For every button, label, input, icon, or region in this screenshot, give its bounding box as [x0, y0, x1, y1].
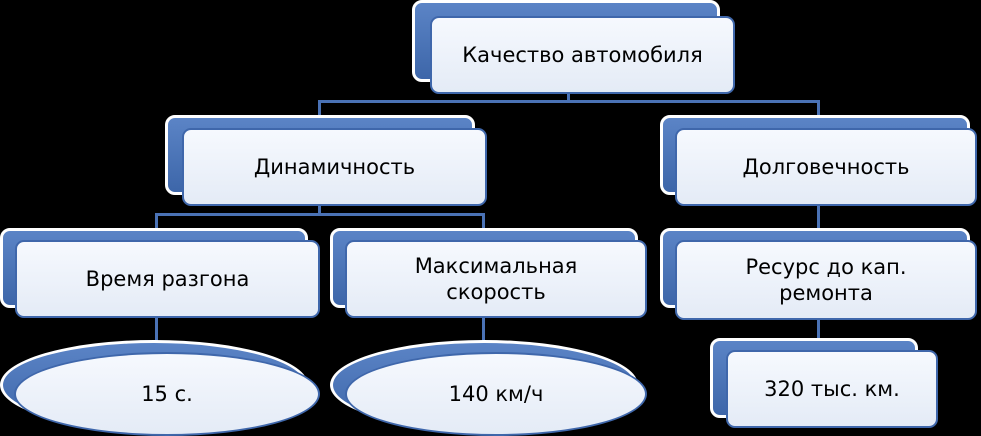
- root-node-label: Качество автомобиля: [462, 42, 703, 67]
- acceleration-node: Время разгона: [15, 240, 320, 318]
- dynamics-node: Динамичность: [182, 128, 487, 206]
- durability-node: Долговечность: [675, 128, 977, 206]
- connector-acceleration-down: [155, 316, 158, 346]
- connector-level1-bar: [318, 100, 820, 103]
- connector-dynamics-down: [318, 204, 321, 216]
- connector-to-durability: [817, 100, 820, 118]
- connector-to-max-speed: [482, 213, 485, 229]
- connector-to-acceleration: [155, 213, 158, 229]
- resource-value-label: 320 тыс. км.: [764, 376, 900, 401]
- max-speed-node-label: Максимальная скорость: [414, 253, 578, 304]
- acceleration-value-label: 15 с.: [141, 382, 193, 406]
- max-speed-node: Максимальная скорость: [345, 240, 647, 318]
- connector-to-dynamics: [318, 100, 321, 118]
- max-speed-value-label: 140 км/ч: [448, 382, 544, 406]
- resource-node: Ресурс до кап. ремонта: [675, 240, 977, 320]
- resource-value-node: 320 тыс. км.: [726, 350, 938, 428]
- root-node: Качество автомобиля: [430, 16, 735, 94]
- acceleration-node-label: Время разгона: [85, 266, 250, 291]
- max-speed-value-node: 140 км/ч: [345, 352, 647, 436]
- connector-max-speed-down: [482, 316, 485, 346]
- resource-node-label: Ресурс до кап. ремонта: [745, 254, 907, 305]
- connector-durability-down: [817, 204, 820, 229]
- acceleration-value-node: 15 с.: [14, 352, 320, 436]
- durability-node-label: Долговечность: [742, 154, 910, 179]
- connector-resource-down: [817, 318, 820, 342]
- connector-root-down: [567, 88, 570, 102]
- connector-level2-bar: [155, 213, 485, 216]
- dynamics-node-label: Динамичность: [253, 154, 416, 179]
